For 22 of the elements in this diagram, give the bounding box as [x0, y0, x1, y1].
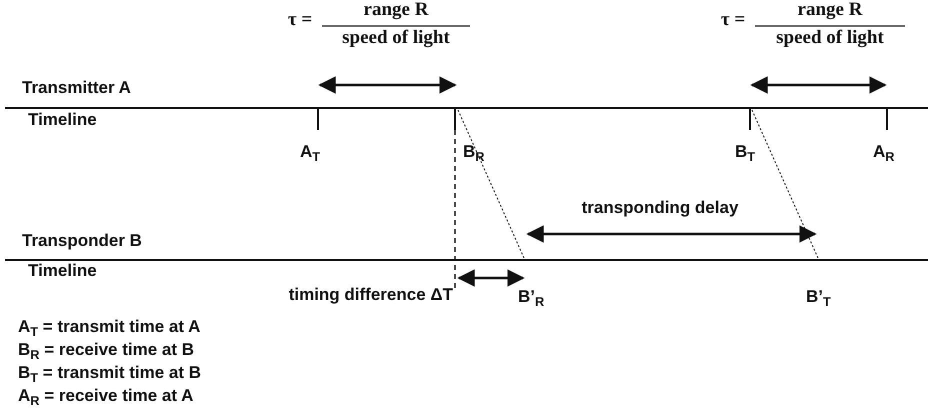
- legend-note: A$_{R}$ = receive time at A: [18, 387, 194, 406]
- axis-label: Timeline: [28, 111, 97, 130]
- formula-text: range R: [364, 0, 428, 21]
- formula-text: speed of light: [776, 28, 884, 49]
- event-label: B$_{T}$: [735, 143, 756, 162]
- legend-note: B$_{R}$ = receive time at B: [18, 341, 194, 360]
- event-label: B$_{R}$: [463, 143, 484, 162]
- legend-note: B$_{T}$ = transmit time at B: [18, 364, 202, 383]
- dimension-label: transponding delay: [582, 199, 738, 218]
- dimension-label: timing difference ΔT: [288, 286, 453, 305]
- formula-text: τ =: [288, 10, 312, 31]
- formula-text: τ =: [720, 10, 746, 31]
- event-label: A$_{R}$: [873, 143, 894, 162]
- event-label: B’$_{T}$: [806, 288, 831, 307]
- formula-text: speed of light: [342, 28, 450, 49]
- legend-note: A$_{T}$ = transmit time at A: [18, 318, 200, 337]
- axis-label: Transmitter A: [22, 79, 131, 98]
- event-label: B’$_{R}$: [518, 288, 544, 307]
- axis-label: Transponder B: [22, 232, 142, 251]
- axis-label: Timeline: [28, 262, 97, 281]
- formula-text: range R: [798, 0, 862, 21]
- event-label: A$_{T}$: [300, 143, 320, 162]
